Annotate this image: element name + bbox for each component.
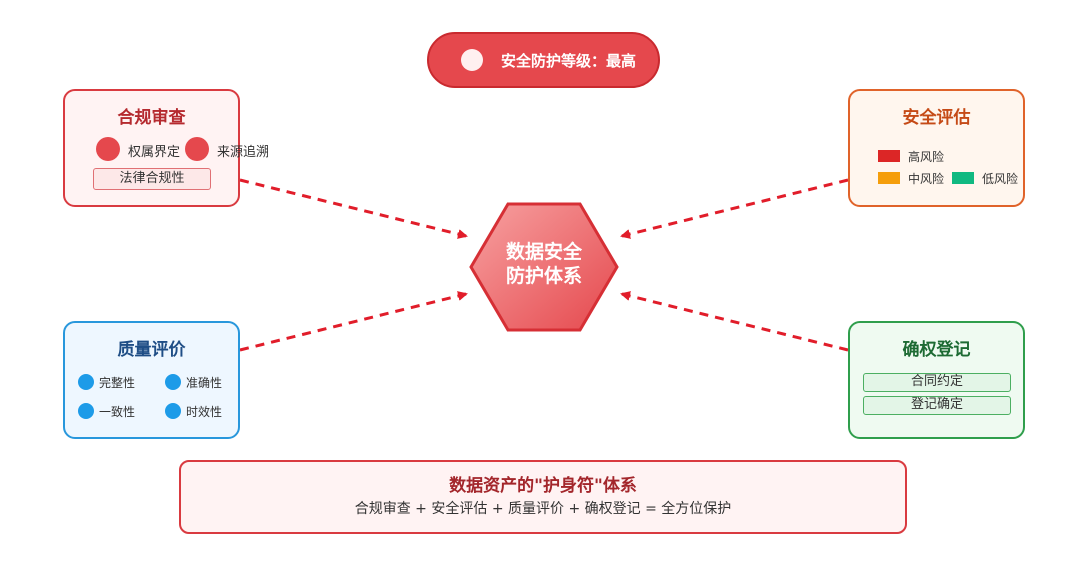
compliance-item-source: 来源追溯 xyxy=(217,145,270,160)
high-risk-swatch-icon xyxy=(878,150,900,162)
security-card: 安全评估 高风险 中风险 低风险 xyxy=(848,89,1025,207)
arrow-quality-to-center xyxy=(239,291,468,352)
red-dot-icon xyxy=(185,137,209,161)
red-dot-icon xyxy=(96,137,120,161)
ownership-title: 确权登记 xyxy=(902,340,971,360)
legend-medium-risk: 中风险 xyxy=(908,172,945,186)
summary-title: 数据资产的"护身符"体系 xyxy=(449,476,637,496)
quality-item-accuracy: 准确性 xyxy=(186,376,223,390)
protection-level-badge: 安全防护等级：最高 xyxy=(427,32,660,88)
blue-dot-icon xyxy=(78,374,94,390)
compliance-legal-box: 法律合规性 xyxy=(93,168,211,190)
arrow-compliance-to-center xyxy=(239,178,468,239)
legend-high-risk: 高风险 xyxy=(908,150,945,164)
arrow-ownership-to-center xyxy=(620,291,849,352)
quality-item-timeliness: 时效性 xyxy=(186,405,223,419)
legend-low-risk: 低风险 xyxy=(982,172,1019,186)
arrow-security-to-center xyxy=(620,178,849,239)
quality-item-completeness: 完整性 xyxy=(99,376,136,390)
security-title: 安全评估 xyxy=(902,108,971,128)
blue-dot-icon xyxy=(165,374,181,390)
blue-dot-icon xyxy=(78,403,94,419)
center-hexagon xyxy=(469,202,619,332)
quality-item-consistency: 一致性 xyxy=(99,405,136,419)
center-label: 数据安全 防护体系 xyxy=(470,240,618,288)
low-risk-swatch-icon xyxy=(952,172,974,184)
compliance-card: 合规审查 权属界定 来源追溯 法律合规性 xyxy=(63,89,269,207)
ownership-registration-box: 登记确定 xyxy=(863,396,1011,415)
summary-box: 数据资产的"护身符"体系 合规审查 + 安全评估 + 质量评价 + 确权登记 =… xyxy=(179,460,907,534)
summary-subtitle: 合规审查 + 安全评估 + 质量评价 + 确权登记 = 全方位保护 xyxy=(354,501,732,517)
blue-dot-icon xyxy=(165,403,181,419)
protection-level-label: 安全防护等级：最高 xyxy=(501,51,637,70)
center-label-line2: 防护体系 xyxy=(505,265,582,287)
center-label-line1: 数据安全 xyxy=(505,241,582,263)
compliance-item-ownership: 权属界定 xyxy=(128,145,181,160)
status-dot-icon xyxy=(461,49,483,71)
compliance-title: 合规审查 xyxy=(117,108,186,128)
quality-title: 质量评价 xyxy=(117,340,186,360)
ownership-contract-box: 合同约定 xyxy=(863,373,1011,392)
quality-card: 质量评价 完整性 准确性 一致性 时效性 xyxy=(63,321,240,439)
medium-risk-swatch-icon xyxy=(878,172,900,184)
ownership-card: 确权登记 合同约定 登记确定 xyxy=(848,321,1025,439)
